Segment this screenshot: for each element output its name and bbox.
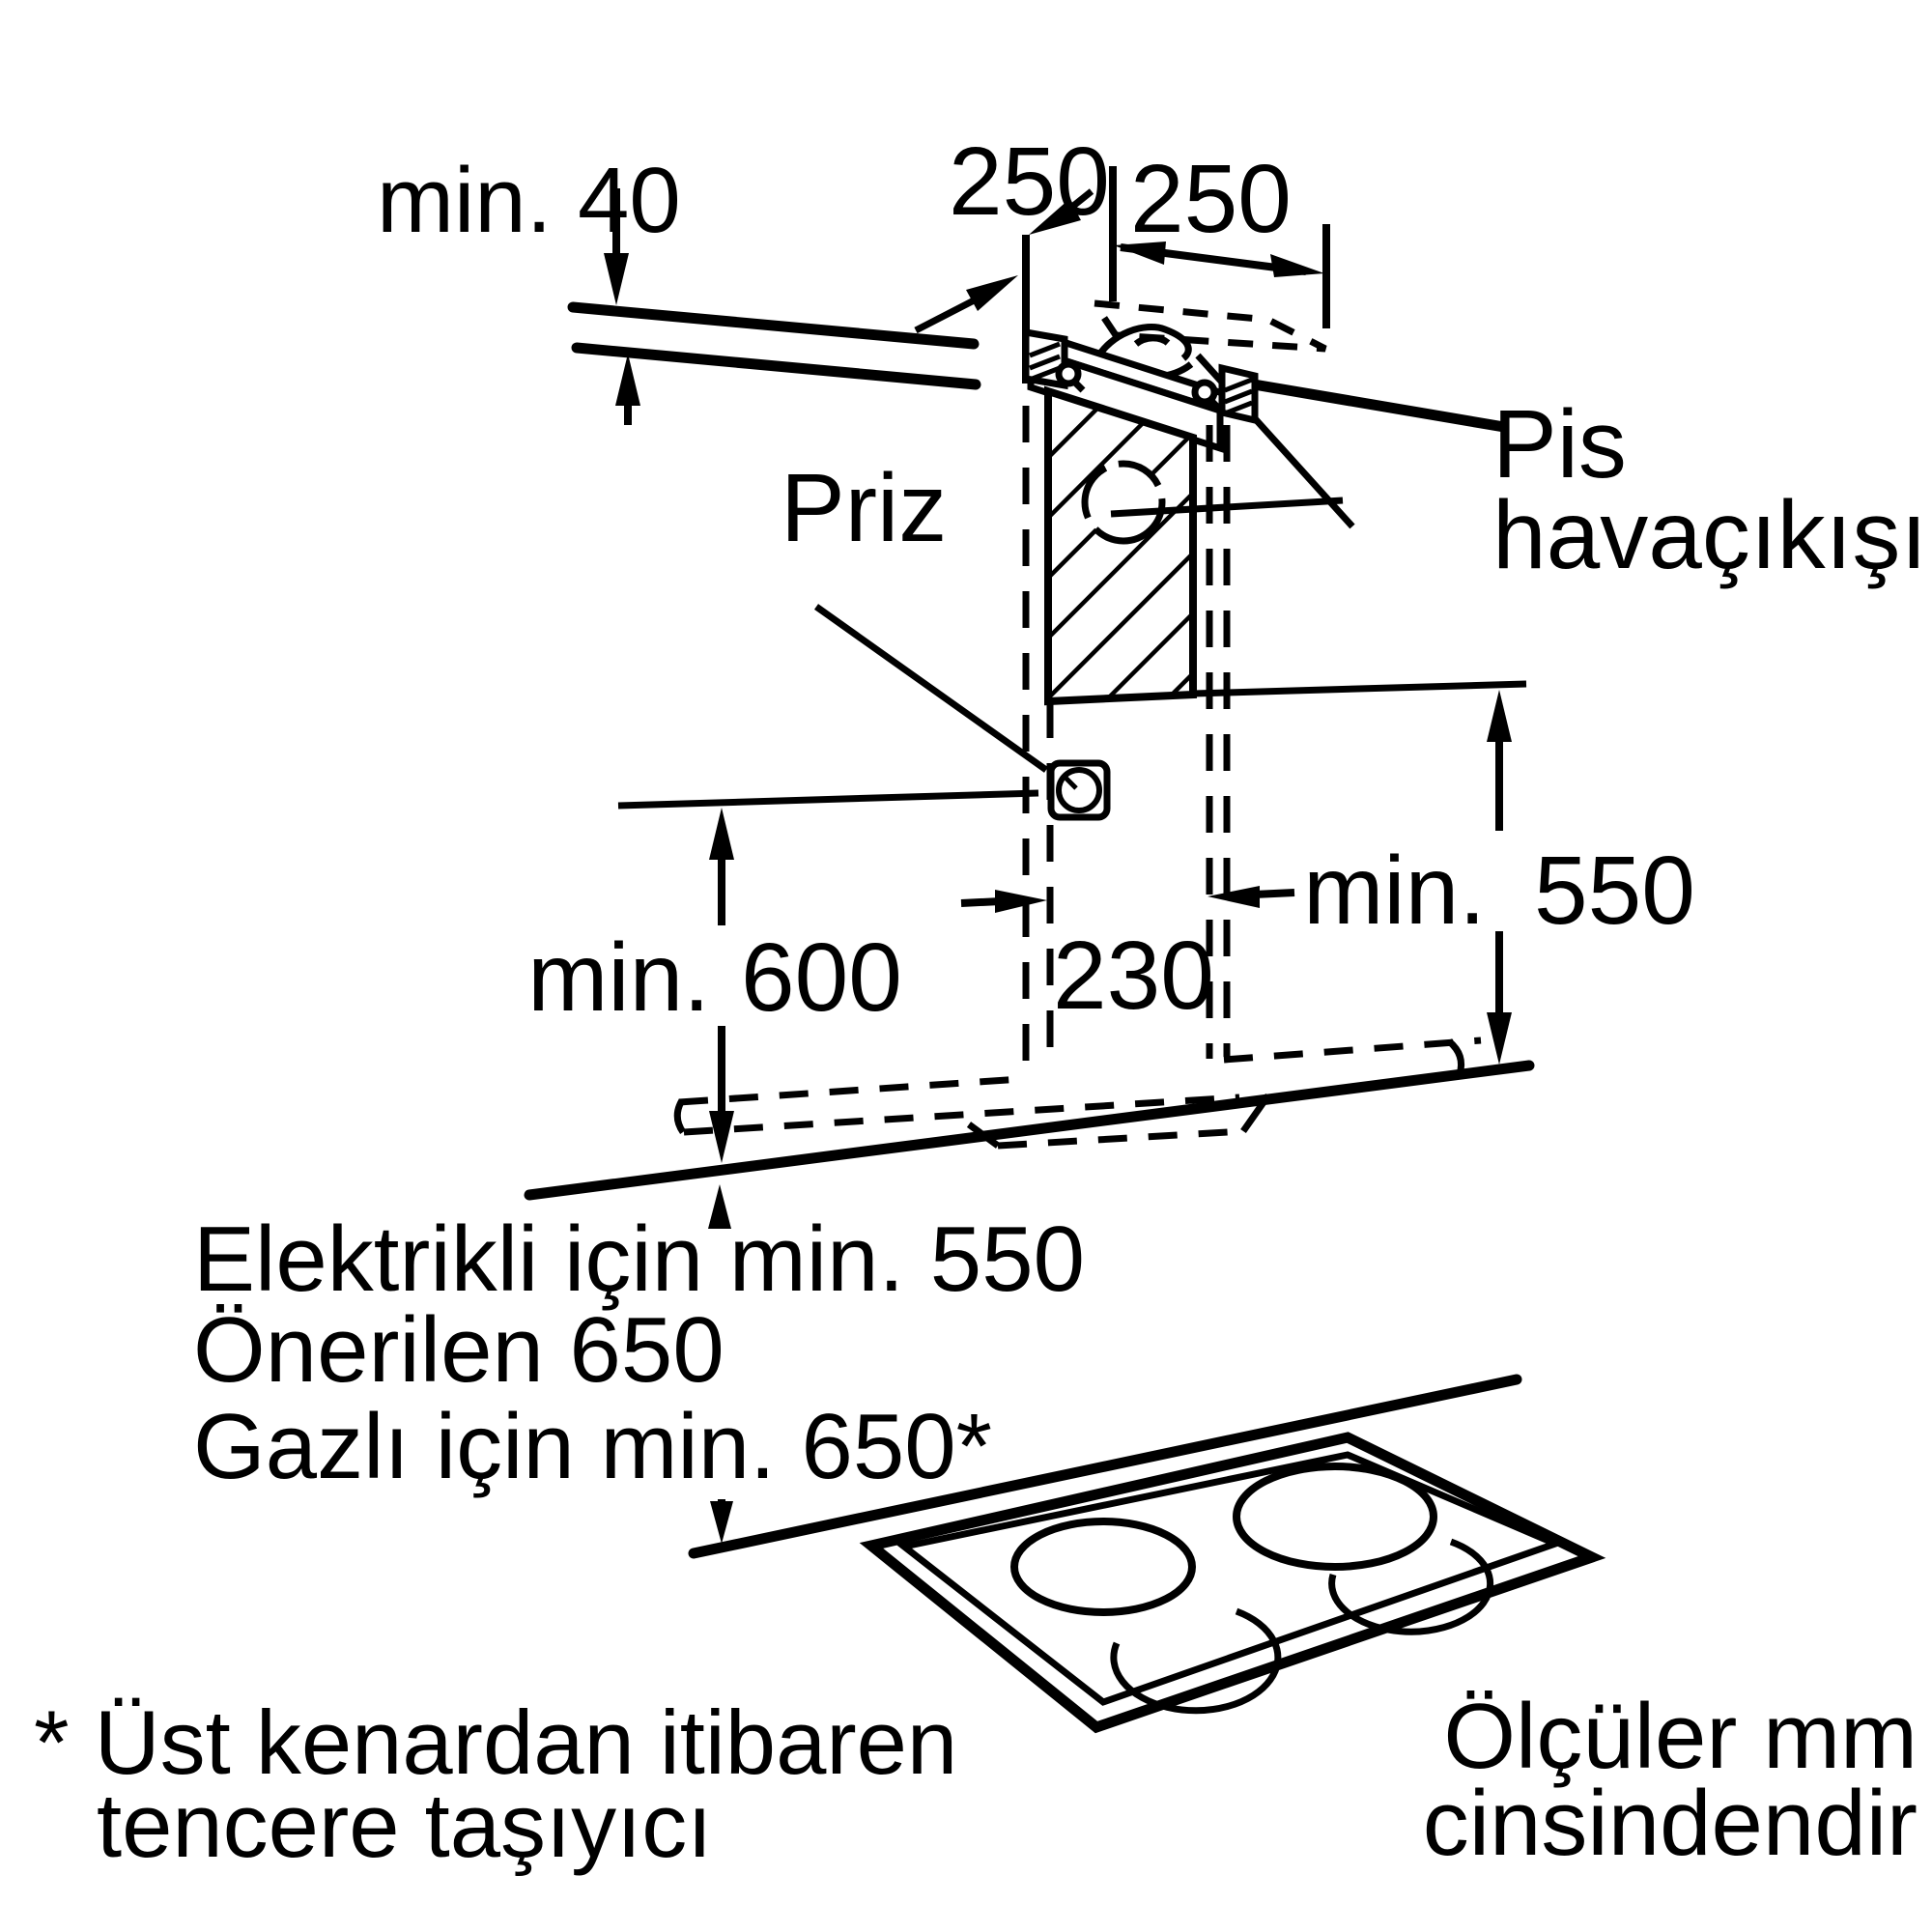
dim-hob-clearance xyxy=(708,1184,733,1544)
screw-icon xyxy=(1055,360,1082,387)
dim-min600 xyxy=(617,789,1039,1163)
dim-min550 xyxy=(1192,680,1527,1065)
duct-hole xyxy=(1081,460,1166,545)
dim-250-left xyxy=(914,235,1030,384)
units-line2: cinsindendir xyxy=(1423,1772,1918,1875)
screw-icon xyxy=(1191,379,1218,406)
burner-back-right xyxy=(1233,1463,1437,1571)
dim-230-label: 230 xyxy=(1053,922,1214,1030)
hidden-lines-dashed xyxy=(1022,406,1231,1068)
dim-250-right-label: 250 xyxy=(1130,145,1292,253)
dim-250-right xyxy=(1029,166,1330,328)
hood-bottom-edge xyxy=(524,1060,1535,1201)
ceiling-lines xyxy=(567,301,1510,433)
chimney-hatch xyxy=(1044,385,1197,706)
burner-front-right xyxy=(1328,1538,1494,1635)
note-gas: Gazlı için min. 650* xyxy=(193,1395,992,1498)
dim-250-left-label: 250 xyxy=(949,128,1110,236)
ceiling-cutout-dashed xyxy=(1088,298,1327,353)
bracket-tab-right xyxy=(1218,363,1259,425)
exhaust-label-line2: havaçıkışı xyxy=(1492,481,1927,589)
dim-min40 xyxy=(604,188,640,425)
dim-230 xyxy=(960,886,1295,913)
socket-label: Priz xyxy=(781,454,947,562)
hood-outline-dashed xyxy=(673,1037,1482,1150)
note-recommended: Önerilen 650 xyxy=(193,1298,724,1402)
power-socket-icon xyxy=(813,604,1111,821)
bracket-tab-left xyxy=(1022,327,1068,390)
note-electric: Elektrikli için min. 550 xyxy=(193,1208,1085,1311)
min550-prefix-label: min. xyxy=(1303,837,1486,945)
min40-label: min. 40 xyxy=(377,149,681,252)
countertop-edge xyxy=(688,1374,1522,1559)
burner-front-left xyxy=(1110,1607,1282,1715)
exhaust-label-line1: Pis xyxy=(1492,390,1627,498)
cooktop-sketch xyxy=(859,1432,1606,1734)
chimney-duct xyxy=(1044,385,1344,706)
units-line1: Ölçüler mm xyxy=(1443,1685,1918,1788)
cooktop-inner-border xyxy=(895,1451,1565,1706)
mounting-bracket xyxy=(1022,327,1259,453)
footnote-line2: tencere taşıyıcı xyxy=(97,1775,712,1876)
cooktop-outer-border xyxy=(859,1432,1606,1734)
burner-back-left xyxy=(1010,1518,1196,1616)
footnote-line1: * Üst kenardan itibaren xyxy=(34,1691,957,1793)
min600-value-label: 600 xyxy=(741,923,902,1032)
min600-prefix-label: min. xyxy=(527,923,710,1032)
min550-value-label: 550 xyxy=(1534,837,1695,945)
